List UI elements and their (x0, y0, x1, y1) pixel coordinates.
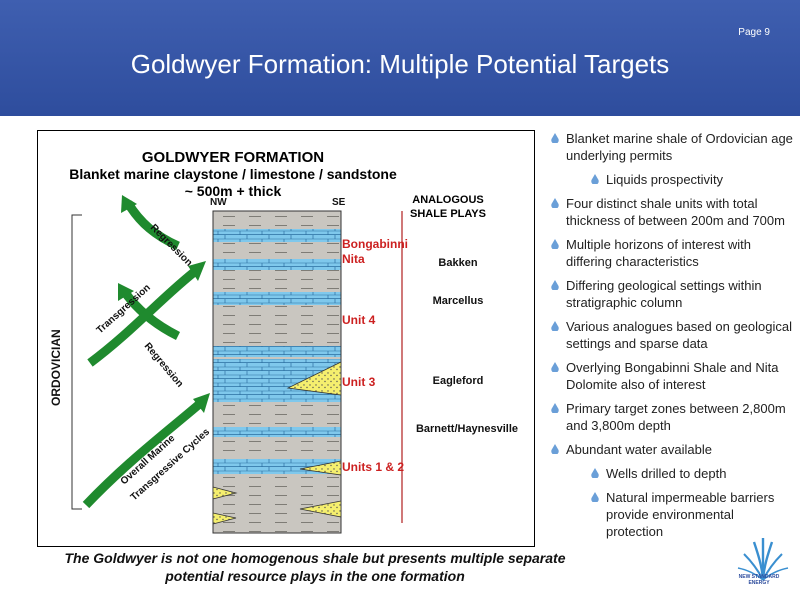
bullet-item: Four distinct shale units with total thi… (548, 195, 793, 229)
unit-label-bongabinni: Bongabinni (342, 237, 408, 251)
bullet-icon (551, 239, 559, 249)
bullet-icon (551, 198, 559, 208)
unit-label-1-2: Units 1 & 2 (342, 460, 405, 474)
bullet-icon (551, 403, 559, 413)
bullet-item: Various analogues based on geological se… (548, 318, 793, 352)
bullet-item: Multiple horizons of interest with diffe… (548, 236, 793, 270)
figure-thickness: ~ 500m + thick (184, 183, 282, 199)
figure-subtitle: Blanket marine claystone / limestone / s… (69, 166, 397, 182)
bullet-item: Primary target zones between 2,800m and … (548, 400, 793, 434)
bullet-icon (551, 133, 559, 143)
bullet-item: Blanket marine shale of Ordovician age u… (548, 130, 793, 164)
era-label: ORDOVICIAN (49, 329, 63, 406)
company-logo-icon (737, 538, 789, 581)
nw-label: NW (210, 197, 227, 208)
stratigraphic-figure: GOLDWYER FORMATION Blanket marine clayst… (37, 130, 535, 547)
sand-wedge (212, 512, 237, 525)
arrow-overall-marine (82, 397, 206, 509)
bullet-icon (591, 492, 599, 502)
arrow-label: Regression (142, 341, 185, 390)
sand-wedge (286, 361, 342, 396)
sand-wedge (212, 486, 238, 500)
bullet-icon (551, 280, 559, 290)
slide-title: Goldwyer Formation: Multiple Potential T… (130, 49, 670, 79)
unit-label-4: Unit 4 (342, 313, 376, 327)
header-band: Page 9 Goldwyer Formation: Multiple Pote… (0, 0, 800, 116)
bullet-icon (551, 444, 559, 454)
arrow-label: Regression (148, 222, 194, 268)
column-drawing: Regression Transgression Regression Over… (49, 195, 403, 534)
arrow-transgression (87, 265, 201, 367)
analogue-barnett-haynesville: Barnett/Haynesville (415, 423, 519, 435)
sand-wedge (299, 500, 342, 518)
se-label: SE (332, 197, 346, 208)
logo-text: NEW STANDARD ENERGY (738, 574, 780, 586)
analogue-marcellus: Marcellus (432, 295, 484, 307)
arrow-regression-upper (124, 200, 180, 251)
ordovician-bracket (71, 214, 82, 510)
bullet-item: Liquids prospectivity (588, 171, 793, 188)
bullet-icon (591, 468, 599, 478)
figure-title: GOLDWYER FORMATION (141, 149, 325, 166)
figure-caption: The Goldwyer is not one homogenous shale… (64, 550, 566, 584)
bullet-icon (551, 362, 559, 372)
analogue-bakken: Bakken (438, 257, 478, 269)
sand-wedge (299, 460, 342, 476)
unit-label-nita: Nita (342, 252, 365, 266)
bullet-item: Natural impermeable barriers provide env… (588, 489, 793, 540)
unit-label-3: Unit 3 (342, 375, 376, 389)
analogue-eagleford: Eagleford (432, 375, 484, 387)
bullet-icon (551, 321, 559, 331)
bullet-icon (591, 174, 599, 184)
bullet-item: Differing geological settings within str… (548, 277, 793, 311)
bullet-list: Blanket marine shale of Ordovician age u… (548, 130, 793, 547)
bullet-item: Abundant water available (548, 441, 793, 458)
bullet-item: Wells drilled to depth (588, 465, 793, 482)
bullet-item: Overlying Bongabinni Shale and Nita Dolo… (548, 359, 793, 393)
page-number: Page 9 (738, 27, 770, 38)
